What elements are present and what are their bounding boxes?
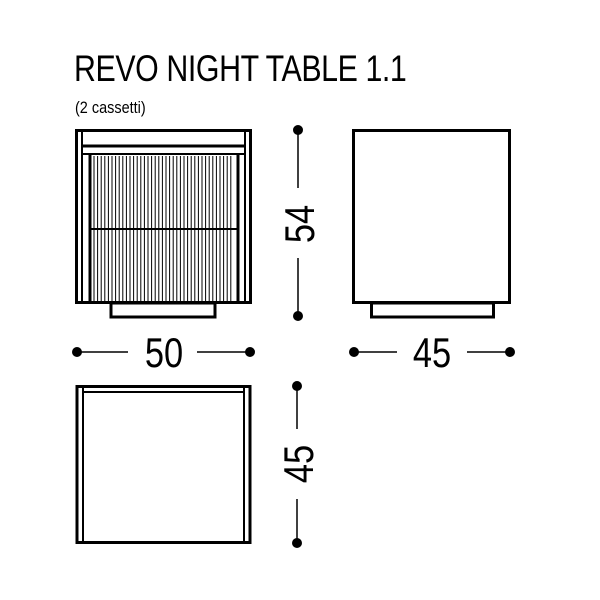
front-view [75,129,252,319]
height-dimension: 54 [277,125,324,321]
width-value: 50 [145,330,183,377]
side-depth-dimension: 45 [349,330,515,377]
side-view [352,129,511,319]
side-depth-value: 45 [413,330,451,377]
top-depth-dimension: 45 [276,381,323,548]
product-title: REVO NIGHT TABLE 1.1 [74,48,407,89]
drawer-fluting [93,156,232,302]
top-depth-value: 45 [276,445,323,483]
height-value: 54 [277,205,324,243]
width-dimension: 50 [72,330,255,377]
top-view [75,385,252,544]
product-subtitle: (2 cassetti) [75,98,146,117]
